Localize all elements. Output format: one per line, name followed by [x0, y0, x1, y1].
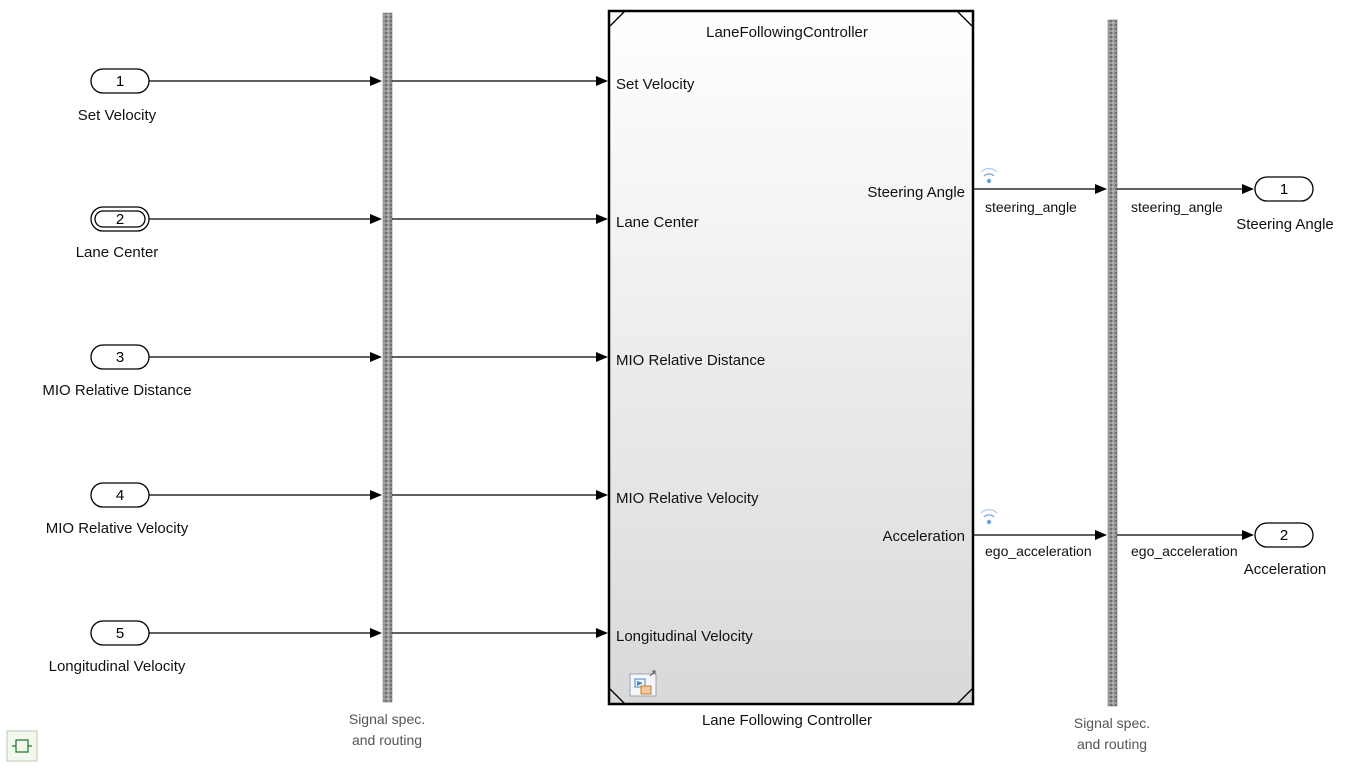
inport-3[interactable]: 3 MIO Relative Distance	[42, 344, 192, 399]
bus-label-line1: Signal spec.	[1074, 715, 1150, 731]
outport-1[interactable]: 1 Steering Angle	[1236, 176, 1334, 233]
outport-number: 1	[1280, 181, 1288, 198]
inport-number: 5	[116, 625, 124, 642]
controller-input-port-label: Lane Center	[616, 214, 699, 231]
inport-label: MIO Relative Distance	[42, 382, 191, 399]
bus-label-line2: and routing	[1077, 736, 1147, 752]
inport-label: Longitudinal Velocity	[49, 658, 186, 675]
outport-number: 2	[1280, 527, 1288, 544]
subsystem-icon[interactable]	[6, 730, 38, 762]
inport-1[interactable]: 1 Set Velocity	[78, 68, 157, 124]
lane-following-controller-block[interactable]: LaneFollowingController Set Velocity Lan…	[607, 9, 975, 729]
controller-output-port-label: Acceleration	[882, 528, 965, 545]
signal-label: ego_acceleration	[1131, 543, 1238, 559]
signal-logging-icon	[980, 168, 998, 184]
controller-input-port-label: MIO Relative Distance	[616, 352, 765, 369]
left-signal-routing-bus[interactable]: Signal spec. and routing	[349, 12, 425, 748]
model-reference-icon	[629, 670, 657, 697]
controller-input-port-label: Set Velocity	[616, 76, 695, 93]
outport-label: Steering Angle	[1236, 216, 1334, 233]
output-signal-acceleration[interactable]: ego_acceleration	[974, 509, 1107, 559]
inport-2[interactable]: 2 Lane Center	[76, 206, 159, 261]
inport-5[interactable]: 5 Longitudinal Velocity	[49, 620, 186, 675]
inport-number: 1	[116, 73, 124, 90]
signal-label: ego_acceleration	[985, 543, 1092, 559]
controller-output-port-label: Steering Angle	[867, 184, 965, 201]
signal-logging-icon	[980, 509, 998, 525]
inport-label: Lane Center	[76, 244, 159, 261]
bus-to-outport-wires[interactable]: steering_angle ego_acceleration	[1117, 184, 1254, 559]
bus-label-line2: and routing	[352, 732, 422, 748]
controller-input-port-label: MIO Relative Velocity	[616, 490, 759, 507]
signal-label: steering_angle	[985, 199, 1077, 215]
inport-4[interactable]: 4 MIO Relative Velocity	[46, 482, 189, 537]
inport-number: 2	[116, 211, 124, 228]
outport-2[interactable]: 2 Acceleration	[1244, 522, 1327, 578]
block-caption: Lane Following Controller	[702, 712, 872, 729]
inport-number: 3	[116, 349, 124, 366]
outport-label: Acceleration	[1244, 561, 1327, 578]
right-signal-routing-bus[interactable]: Signal spec. and routing	[1074, 19, 1150, 752]
signal-label: steering_angle	[1131, 199, 1223, 215]
inport-number: 4	[116, 487, 124, 504]
bus-to-controller-wires[interactable]	[392, 76, 608, 638]
inport-label: MIO Relative Velocity	[46, 520, 189, 537]
output-signal-steering[interactable]: steering_angle	[974, 168, 1107, 215]
input-wires[interactable]	[149, 76, 382, 638]
bus-label-line1: Signal spec.	[349, 711, 425, 727]
controller-input-port-label: Longitudinal Velocity	[616, 628, 753, 645]
block-title: LaneFollowingController	[706, 24, 868, 41]
inport-label: Set Velocity	[78, 107, 157, 124]
